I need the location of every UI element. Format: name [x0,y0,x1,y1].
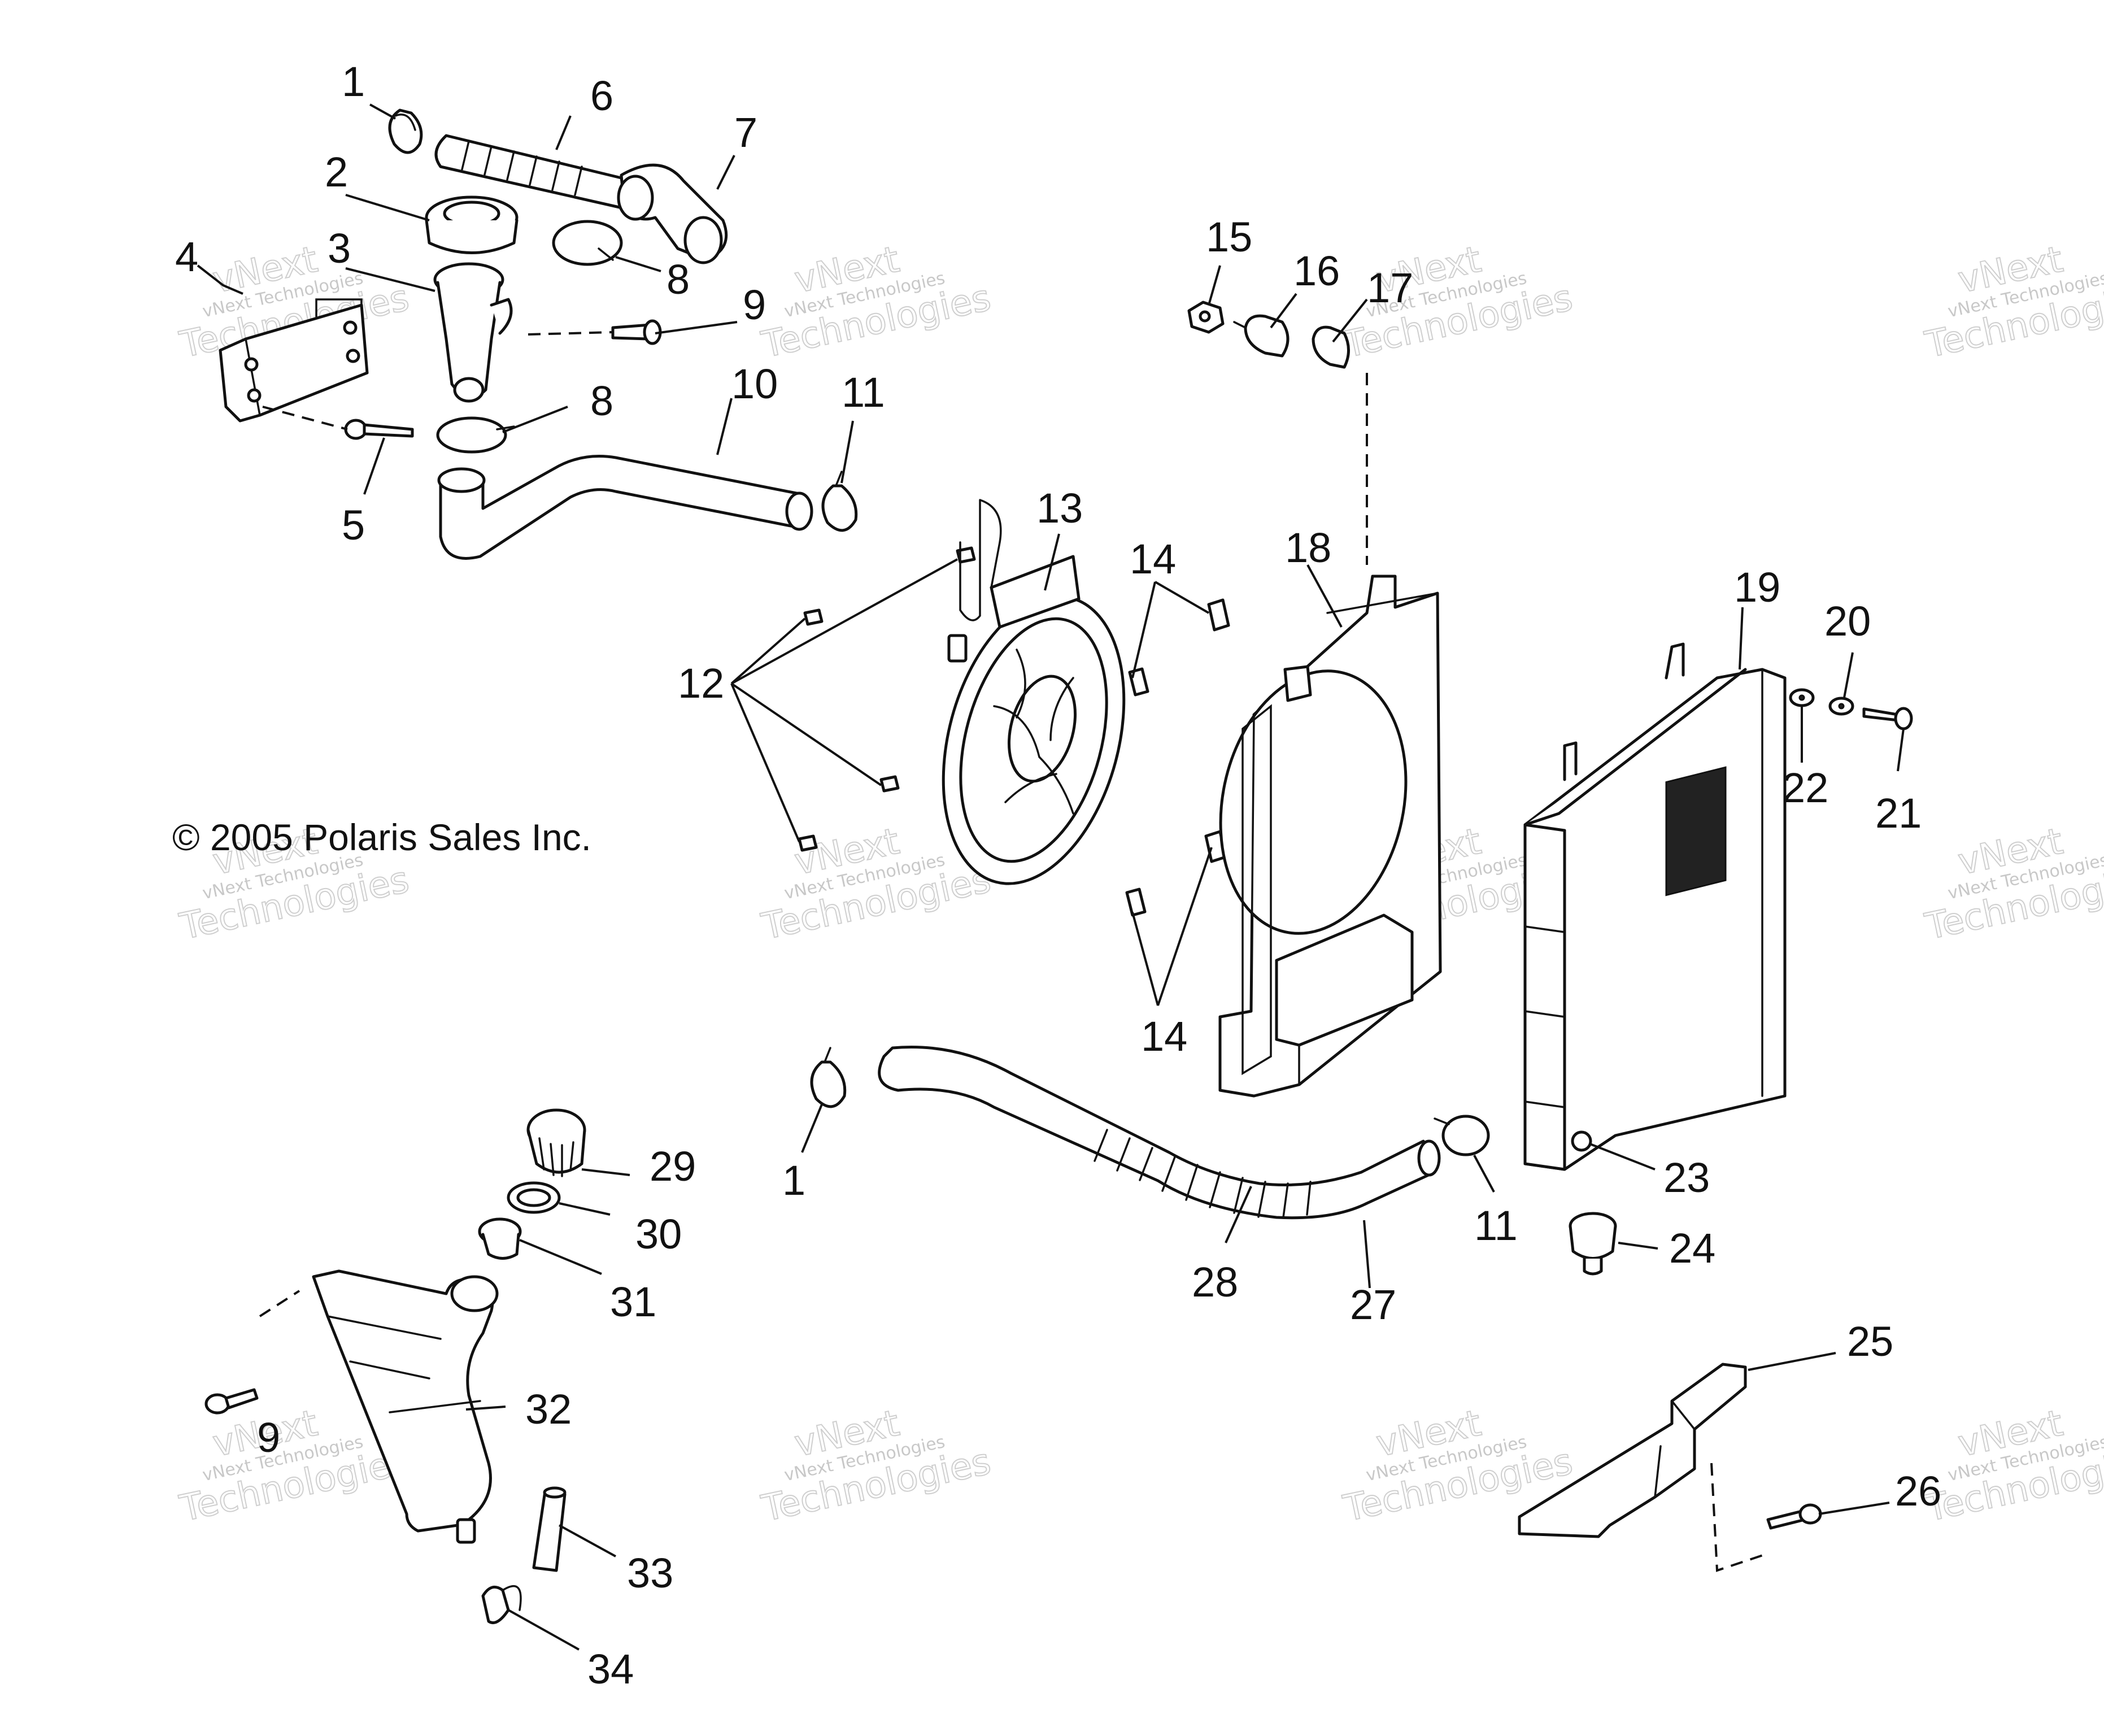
part-1-hose-clamp [388,108,423,154]
part-11-hose-clamp [1434,1115,1490,1156]
part-8-hose-clamp [436,416,515,454]
callout-17: 17 [1367,264,1413,311]
callout-34: 34 [587,1646,634,1693]
callout-8: 8 [667,256,690,303]
callout-11: 11 [842,369,885,416]
part-1-hose-clamp [810,1047,847,1108]
part-30-seal [507,1181,561,1214]
callout-27: 27 [1350,1281,1396,1328]
callout-28: 28 [1192,1259,1238,1306]
watermark: vNext vNext Technologies Technologies [1921,238,2104,367]
leader-lines [197,103,1905,1651]
callout-labels: 1 2 3 4 5 6 7 8 8 9 9 10 11 11 12 13 14 … [175,58,1941,1693]
part-13-cooling-fan [942,499,1126,885]
part-20-washer [1828,697,1854,716]
callout-29: 29 [650,1143,696,1190]
callout-19: 19 [1734,564,1780,611]
part-9-screw [204,1388,259,1415]
part-11-hose-clamp [821,471,858,532]
part-32-overflow-bottle [312,1269,499,1544]
callout-18: 18 [1285,524,1331,571]
part-7-elbow-hose [617,163,728,264]
callout-10: 10 [731,360,778,407]
part-26-screw [1766,1503,1822,1530]
part-25-lower-bracket [1518,1363,1747,1538]
callout-1: 1 [342,58,365,105]
callout-32: 32 [525,1386,572,1433]
watermark: vNext vNext Technologies Technologies [757,238,995,367]
callout-6: 6 [590,72,613,119]
part-16-grommet [1233,314,1290,358]
part-24-rubber-mount [1569,1212,1617,1276]
callout-13: 13 [1036,485,1083,532]
callout-8: 8 [590,377,613,424]
callout-25: 25 [1847,1318,1893,1365]
part-2-radiator-cap [425,195,519,254]
copyright-notice: © 2005 Polaris Sales Inc. [172,816,591,858]
callout-31: 31 [610,1278,656,1325]
callout-30: 30 [635,1211,682,1258]
callout-7: 7 [734,109,757,156]
part-33-vent-hose [532,1486,567,1572]
callout-22: 22 [1782,764,1828,811]
part-10-radiator-hose [437,455,813,560]
part-18-fan-shroud [1218,575,1442,1098]
watermark: vNext vNext Technologies Technologies [1921,820,2104,949]
callout-3: 3 [328,225,351,272]
part-14-clips [1125,598,1230,917]
callout-15: 15 [1206,214,1252,260]
callout-20: 20 [1824,598,1871,645]
callout-2: 2 [325,149,348,195]
callout-4: 4 [175,233,198,280]
watermark: vNext vNext Technologies Technologies [1339,238,1577,367]
callout-9: 9 [743,281,766,328]
part-15-nut [1187,301,1225,334]
part-19-radiator [1523,642,1787,1171]
callout-16: 16 [1293,247,1340,294]
part-17-spacer [1312,325,1350,369]
part-22-washer [1789,688,1815,707]
callout-33: 33 [627,1550,673,1596]
callout-14: 14 [1141,1013,1187,1060]
part-3-filler-neck [433,262,513,403]
part-28-corrugated-section [1094,1129,1312,1219]
part-4-mounting-bracket [219,298,369,423]
assembly-lines [259,331,1768,1572]
callout-9: 9 [257,1414,280,1461]
part-31-bushing [478,1217,522,1260]
callout-12: 12 [678,660,724,707]
callout-24: 24 [1669,1225,1715,1272]
part-27-lower-radiator-hose [878,1045,1441,1220]
part-34-hose-clip [481,1585,522,1624]
watermark: vNext vNext Technologies Technologies [757,1402,995,1531]
callout-11: 11 [1474,1202,1518,1249]
part-21-screw [1862,707,1913,730]
part-9-screw [611,319,662,345]
part-6-corrugated-hose [434,134,629,211]
part-29-bottle-cap [526,1108,586,1177]
callout-14: 14 [1130,536,1176,582]
callout-23: 23 [1663,1154,1710,1201]
part-8-hose-clamp [552,220,623,266]
callout-1: 1 [782,1157,805,1204]
callout-21: 21 [1875,790,1922,837]
watermark: vNext vNext Technologies Technologies [1921,1402,2104,1531]
callout-26: 26 [1895,1468,1941,1515]
part-23-drain-fitting [1571,1130,1592,1152]
callout-5: 5 [342,502,365,549]
part-5-bolt [344,419,414,440]
